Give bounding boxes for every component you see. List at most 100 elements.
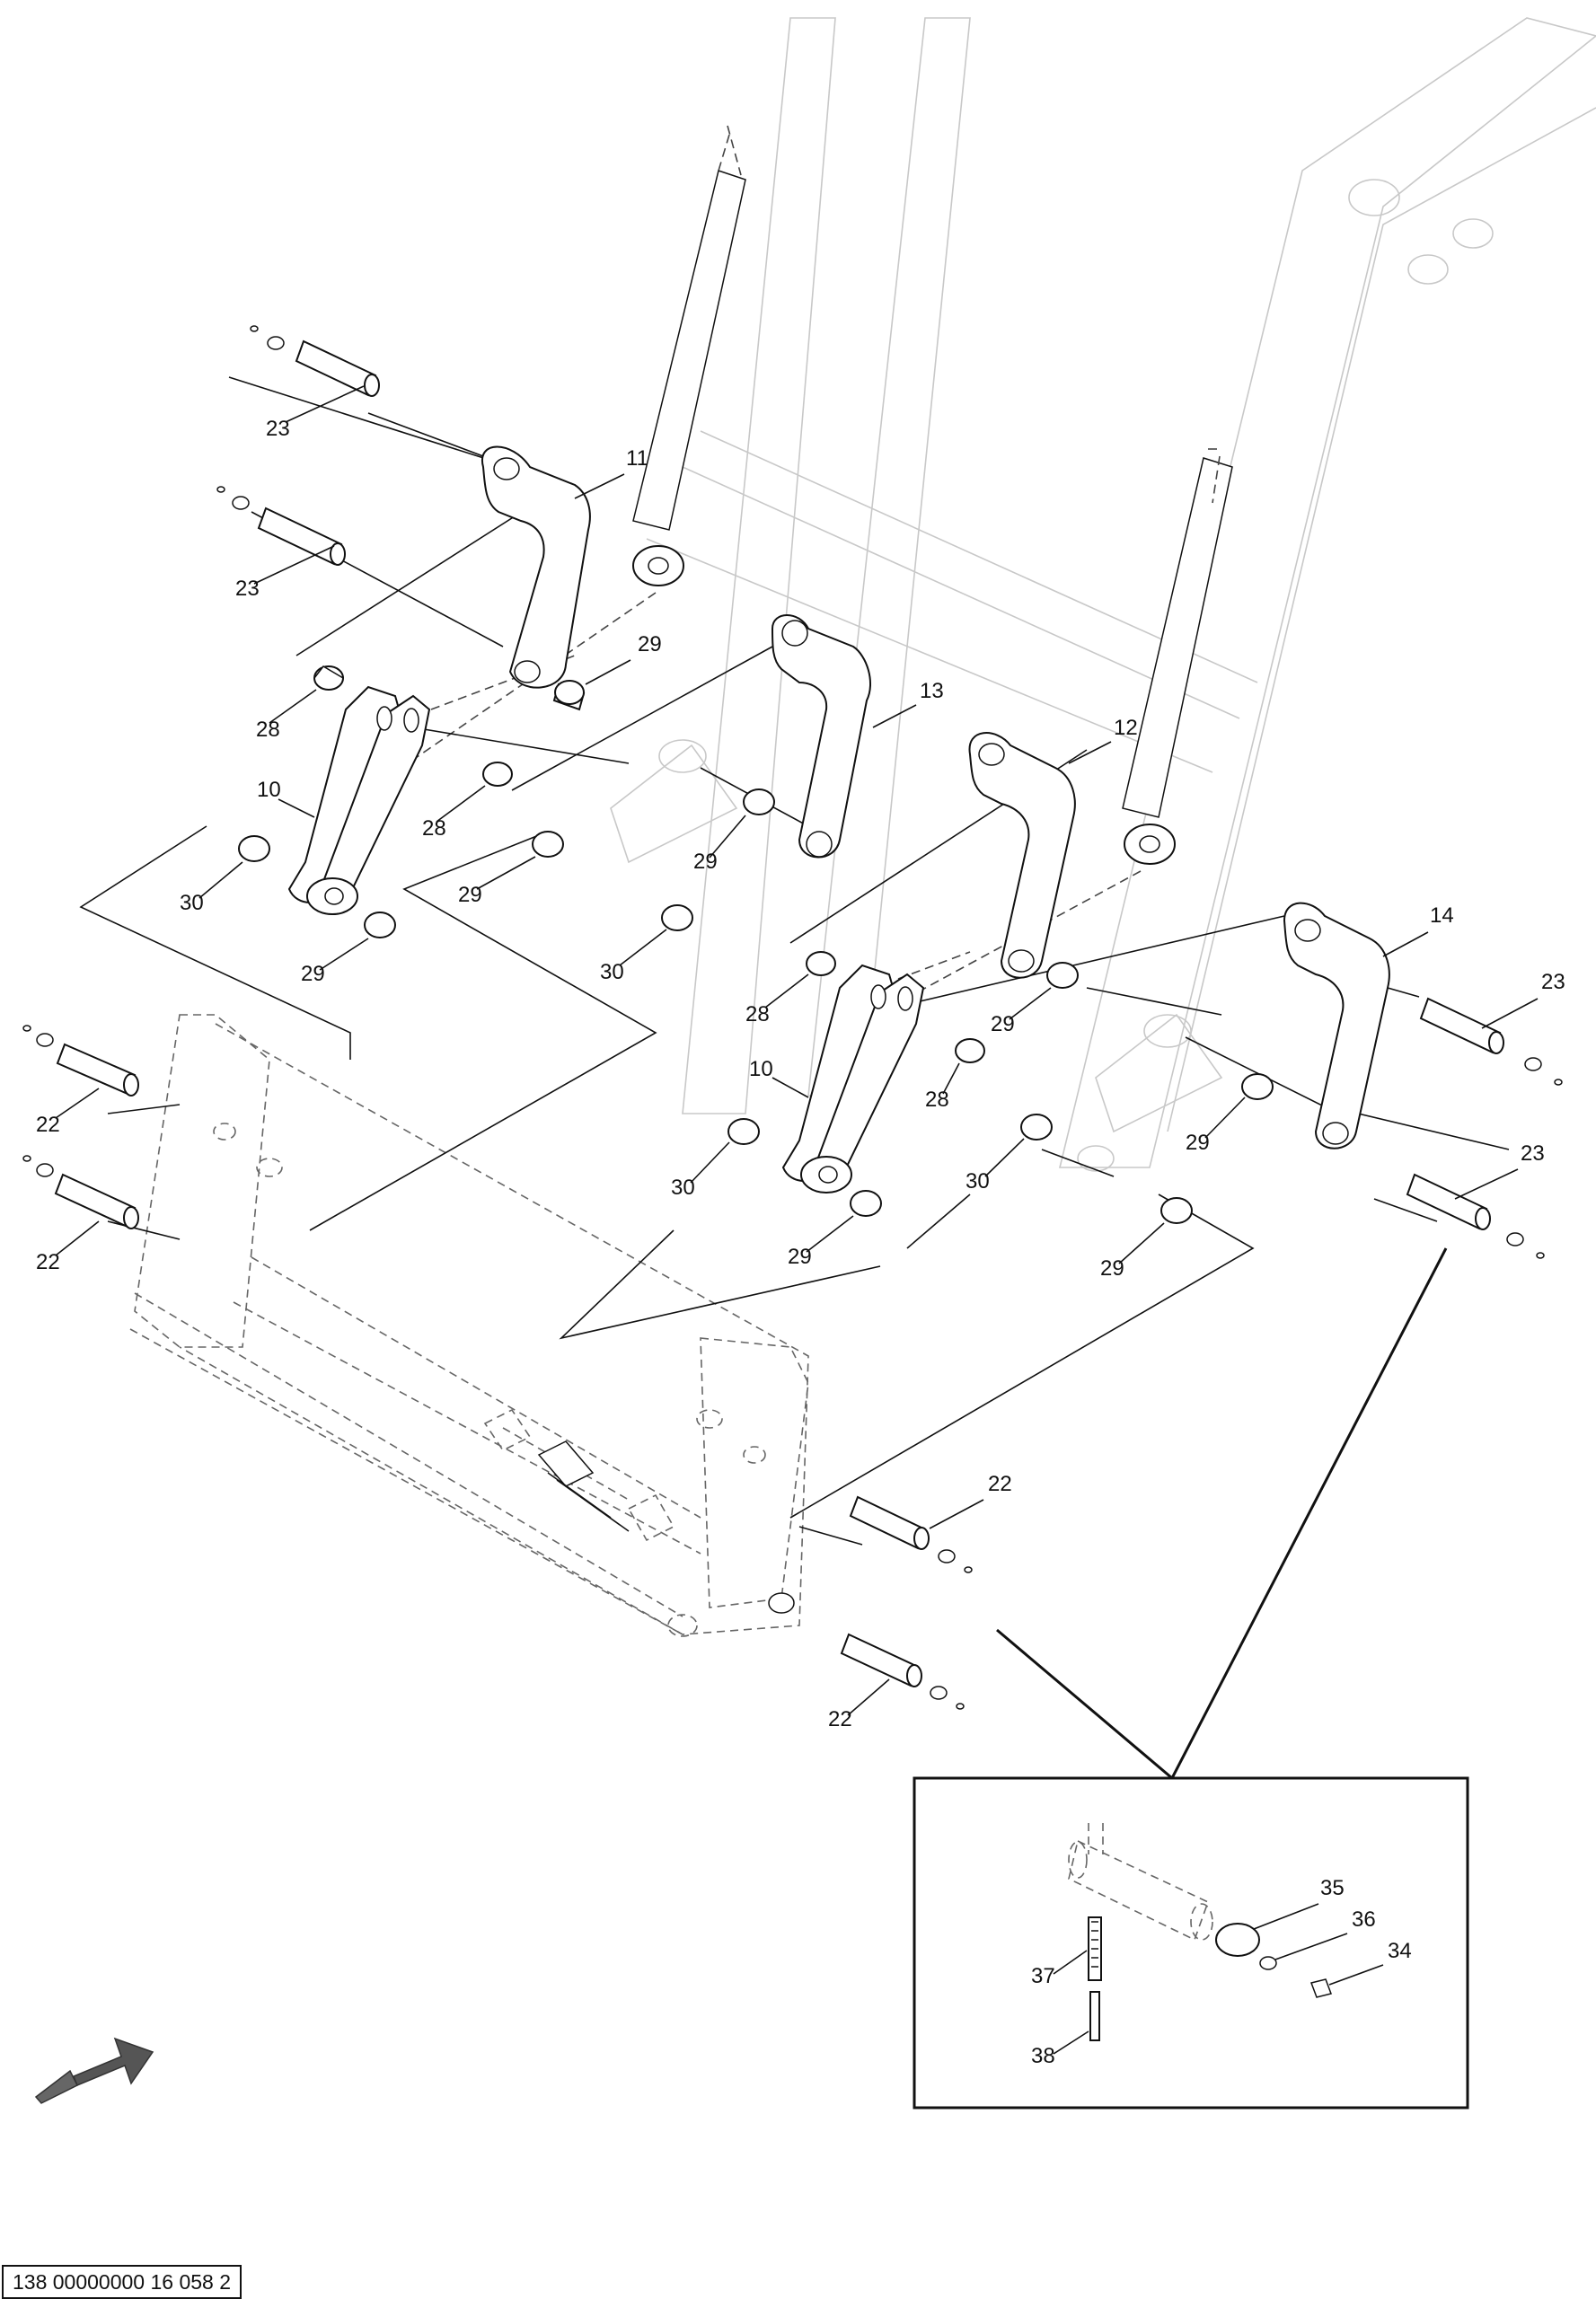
bushing-29-f	[1241, 1073, 1274, 1100]
bushing-28-a	[313, 665, 344, 691]
callout-leader-line	[764, 973, 809, 1009]
lever-14	[1283, 902, 1390, 1150]
callout-number: 29	[991, 1012, 1015, 1036]
callout-number: 23	[235, 577, 260, 601]
bushing-30-b	[661, 904, 693, 931]
callout-number: 30	[966, 1169, 990, 1194]
callout-number: 28	[422, 816, 446, 841]
callout-number: 14	[1430, 903, 1454, 928]
callout-number: 23	[1521, 1141, 1545, 1166]
callout-number: 29	[693, 850, 718, 874]
callout-leader-line	[1053, 1950, 1088, 1975]
callout-leader-line	[806, 1215, 854, 1253]
callout-number: 23	[1541, 970, 1565, 994]
callout-leader-line	[619, 929, 667, 966]
callout-leader-line	[1068, 741, 1112, 764]
pin-22-right-upper	[849, 1495, 973, 1573]
link-10-left	[287, 685, 431, 915]
callout-leader-line	[929, 1499, 984, 1529]
callout-leader-line	[585, 659, 631, 685]
callout-leader-line	[55, 1220, 100, 1256]
bushing-30-a	[238, 835, 270, 862]
callout-leader-line	[690, 1141, 730, 1184]
callout-leader-line	[847, 1678, 890, 1716]
callout-leader-line	[278, 798, 315, 818]
callout-leader-line	[1204, 1097, 1246, 1139]
callout-leader-line	[1009, 987, 1052, 1020]
callout-number: 22	[988, 1472, 1012, 1496]
callout-leader-line	[1118, 1222, 1165, 1264]
callout-leader-line	[198, 861, 243, 899]
callout-leader-line	[574, 473, 625, 499]
pin-23-second	[216, 486, 346, 566]
callout-leader-line	[319, 938, 369, 971]
callout-number: 29	[788, 1245, 812, 1269]
bushing-29-b	[364, 912, 396, 938]
bushing-29-g	[850, 1190, 882, 1217]
drawing-number-label: 138 00000000 16 058 2	[2, 2265, 242, 2299]
callout-leader-line	[1481, 998, 1539, 1029]
detail-view-box	[913, 1776, 1469, 2110]
callout-number: 10	[749, 1057, 773, 1081]
bushing-29-a	[552, 680, 586, 711]
callout-leader-line	[1053, 2030, 1089, 2055]
bushing-29-d	[743, 788, 775, 815]
callout-number: 29	[1186, 1131, 1210, 1155]
callout-number: 23	[266, 417, 290, 441]
callout-number: 28	[256, 718, 280, 742]
bushing-28-b	[482, 762, 513, 787]
bushing-30-d	[1020, 1114, 1053, 1141]
lever-12	[968, 732, 1076, 979]
pin-22-left-lower	[22, 1155, 139, 1229]
callout-number: 22	[828, 1707, 852, 1731]
detail-pointer	[996, 1247, 1448, 1781]
callout-number: 30	[180, 891, 204, 915]
callout-leader-line	[1382, 931, 1429, 957]
bushing-29-e	[1046, 962, 1079, 989]
pin-22-left-upper	[22, 1025, 139, 1097]
callout-leader-line	[285, 385, 365, 423]
lever-11	[481, 445, 591, 689]
bushing-28-c	[806, 951, 836, 976]
quick-attach-frame	[129, 1014, 809, 1637]
callout-leader-line	[1454, 1168, 1519, 1200]
callout-number: 34	[1388, 1939, 1412, 1963]
callout-number: 30	[671, 1176, 695, 1200]
callout-leader-line	[55, 1088, 100, 1119]
callout-number: 35	[1320, 1876, 1345, 1900]
pin-23-right-lower	[1406, 1173, 1545, 1259]
loader-arm-ghost	[610, 17, 1596, 1172]
callout-number: 29	[301, 962, 325, 986]
lever-13	[771, 614, 871, 859]
link-10-right	[781, 964, 925, 1194]
pin-23-upper	[250, 325, 380, 397]
callout-number: 37	[1031, 1964, 1055, 1988]
callout-leader-line	[1253, 1903, 1319, 1930]
pin-22-right-lower	[840, 1633, 965, 1710]
callout-leader-line	[1328, 1964, 1384, 1986]
callout-number: 28	[925, 1088, 949, 1112]
callout-number: 28	[745, 1002, 770, 1026]
callout-leader-line	[1274, 1933, 1348, 1960]
callout-number: 12	[1114, 716, 1138, 740]
callout-leader-line	[942, 1062, 960, 1095]
callout-leader-line	[984, 1138, 1025, 1177]
callout-number: 36	[1352, 1907, 1376, 1932]
callout-number: 29	[638, 632, 662, 656]
callout-number: 38	[1031, 2044, 1055, 2068]
callout-leader-line	[436, 785, 486, 823]
callout-number: 13	[920, 679, 944, 703]
callout-leader-line	[269, 689, 317, 724]
bushing-28-d	[955, 1038, 985, 1063]
bushing-29-c	[532, 831, 564, 858]
callout-leader-line	[253, 545, 335, 585]
pin-23-right-upper	[1419, 997, 1563, 1086]
bushing-30-c	[727, 1118, 760, 1145]
callout-number: 30	[600, 960, 624, 984]
callout-number: 22	[36, 1113, 60, 1137]
callout-leader-line	[772, 1077, 809, 1098]
callout-number: 29	[458, 883, 482, 907]
callout-number: 29	[1100, 1256, 1124, 1281]
